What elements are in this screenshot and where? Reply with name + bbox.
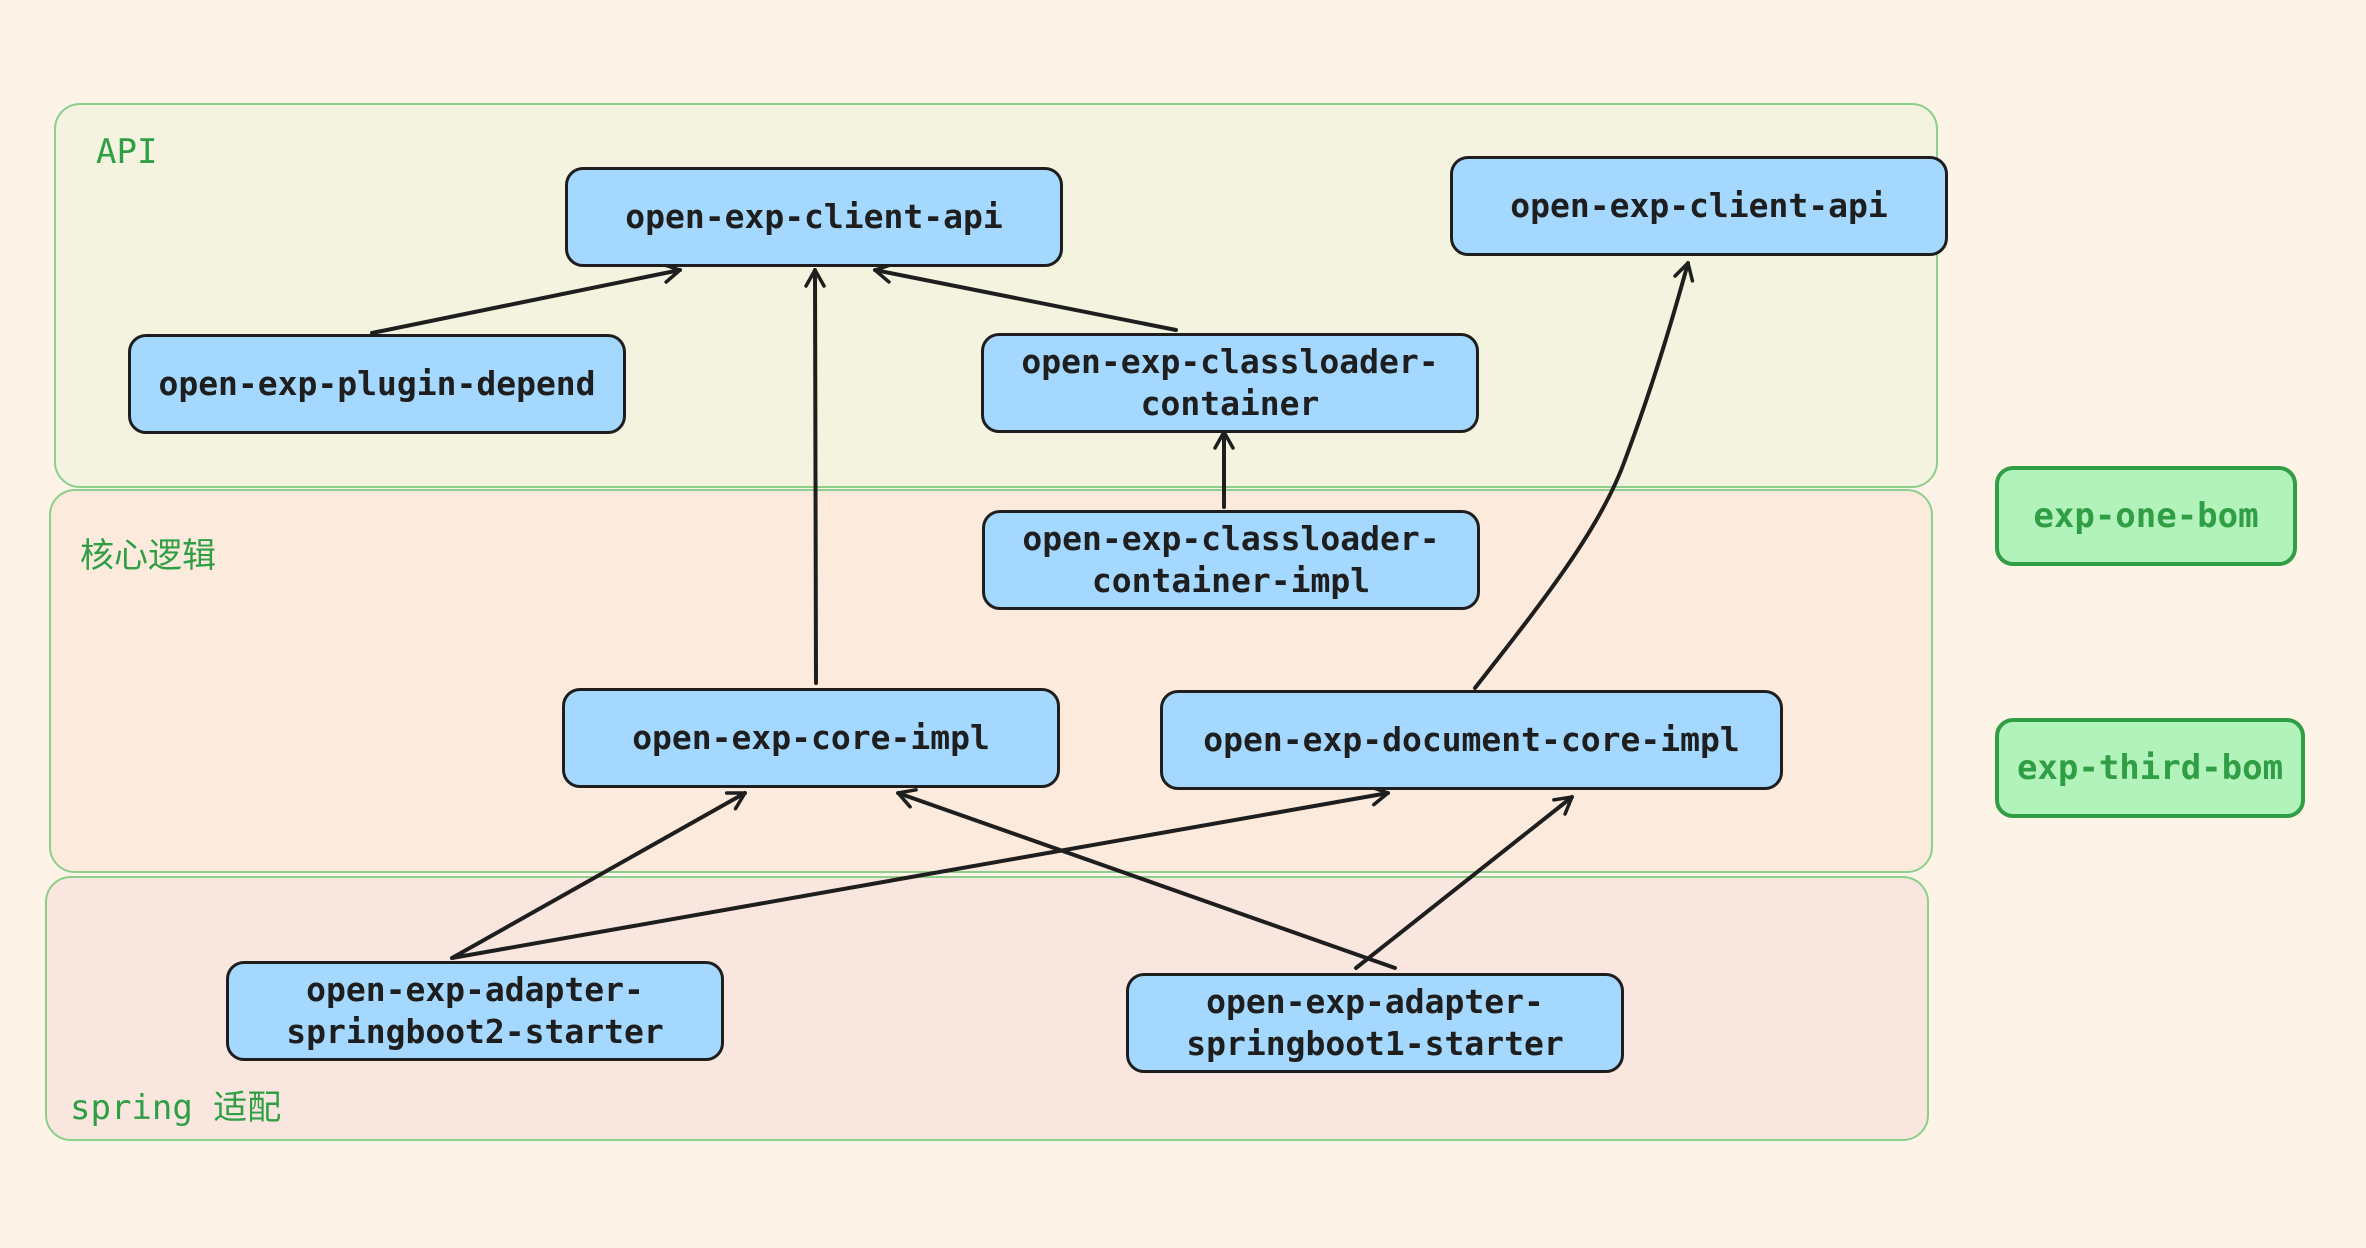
layer-spring-label: spring 适配 [70,1088,282,1128]
node-plugin-depend[interactable]: open-exp-plugin-depend [128,334,626,434]
node-client-api[interactable]: open-exp-client-api [565,167,1063,267]
node-document-core-impl[interactable]: open-exp-document-core-impl [1160,690,1783,790]
bom-exp-one[interactable]: exp-one-bom [1995,466,2297,566]
node-classloader-container-impl[interactable]: open-exp-classloader-container-impl [982,510,1480,610]
node-client-api-right[interactable]: open-exp-client-api [1450,156,1948,256]
bom-exp-third[interactable]: exp-third-bom [1995,718,2305,818]
node-adapter-springboot2-starter[interactable]: open-exp-adapter-springboot2-starter [226,961,724,1061]
layer-core-label: 核心逻辑 [80,536,216,576]
node-core-impl[interactable]: open-exp-core-impl [562,688,1060,788]
node-classloader-container[interactable]: open-exp-classloader-container [981,333,1479,433]
layer-api-label: API [96,132,158,172]
node-adapter-springboot1-starter[interactable]: open-exp-adapter-springboot1-starter [1126,973,1624,1073]
